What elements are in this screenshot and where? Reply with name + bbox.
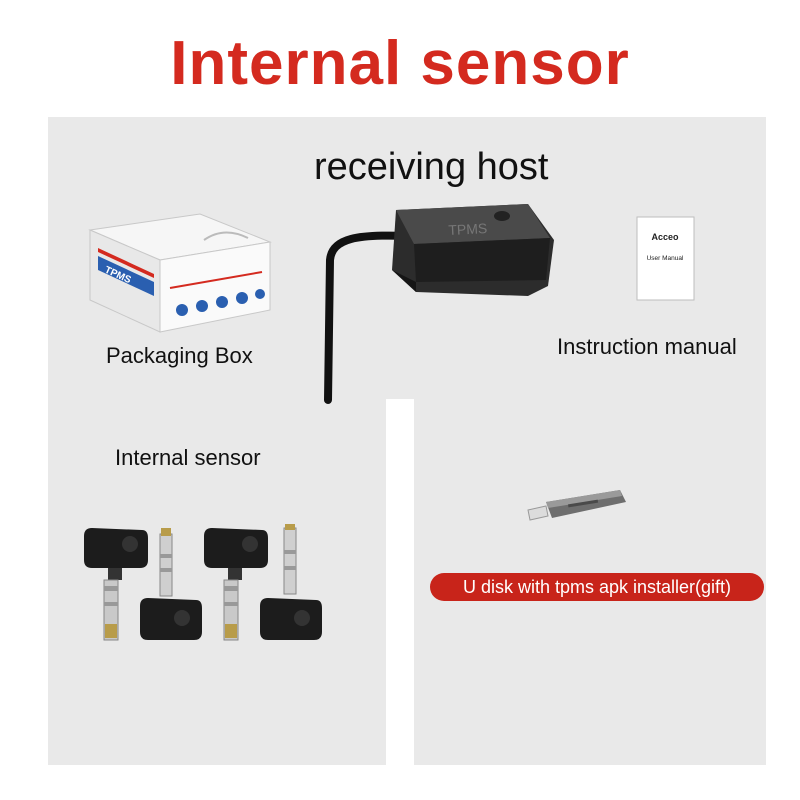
sensor-unit-2	[140, 528, 202, 640]
manual-brand: Acceo	[651, 232, 679, 242]
tpms-receiver-icon: TPMS	[324, 204, 554, 404]
receiver-device-text: TPMS	[448, 220, 488, 238]
receiving-host-label: receiving host	[314, 146, 549, 188]
packaging-box-label: Packaging Box	[106, 343, 253, 368]
u-disk-badge: U disk with tpms apk installer(gift)	[430, 573, 764, 601]
sensor-unit-3	[204, 528, 268, 641]
sensor-unit-1	[84, 528, 148, 641]
packaging-box-icon: TPMS	[88, 213, 272, 333]
manual-booklet-icon: Acceo User Manual	[636, 216, 695, 301]
panel-divider	[386, 399, 414, 765]
usb-drive-icon	[527, 490, 626, 521]
sensor-unit-4	[260, 524, 322, 640]
internal-sensor-label: Internal sensor	[115, 445, 261, 470]
instruction-manual-label: Instruction manual	[557, 334, 737, 359]
page-title: Internal sensor	[170, 29, 630, 98]
valve-sensor-icon	[84, 524, 322, 641]
manual-cover-text: User Manual	[647, 255, 684, 262]
